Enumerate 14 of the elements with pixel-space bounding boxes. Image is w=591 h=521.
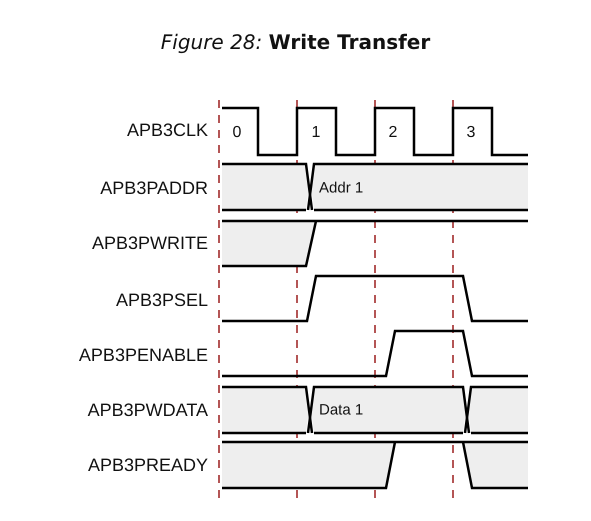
bus-value: Addr 1 (319, 180, 364, 196)
signal-name: APB3CLK (126, 121, 208, 139)
bus-value: Data 1 (319, 402, 364, 418)
signal-name: APB3PSEL (116, 291, 208, 309)
signal-name: APB3PWDATA (88, 401, 208, 419)
signal-name: APB3PENABLE (78, 346, 208, 364)
signal-name: APB3PWRITE (92, 234, 208, 252)
signal-name: APB3PADDR (100, 179, 208, 197)
cycle-number: 1 (312, 125, 320, 141)
figure-title: Figure 28: Write Transfer (160, 30, 432, 54)
cycle-number: 0 (232, 125, 242, 141)
cycle-number: 3 (466, 125, 476, 141)
cycle-number: 2 (388, 125, 398, 141)
signal-name: APB3PREADY (88, 456, 208, 474)
